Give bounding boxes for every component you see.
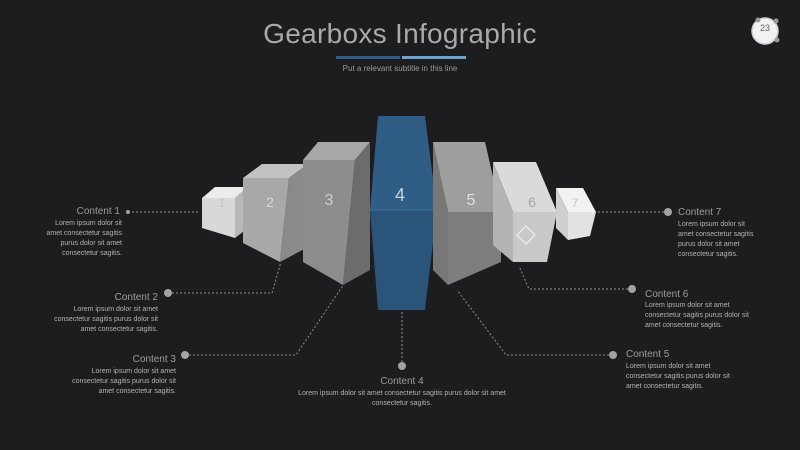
connector-3 [185,283,345,356]
content-7-label: Content 7 [678,207,722,218]
page-badge-icon [751,17,780,45]
block-number-6: 6 [528,194,536,210]
block-number-1: 1 [219,196,226,210]
connector-dot-5 [609,351,617,359]
connector-6 [518,265,632,290]
slide-subtitle: Put a relevant subtitle in this line [342,64,458,73]
block-number-2: 2 [266,194,274,210]
block-number-3: 3 [325,192,334,209]
connector-dot-1 [126,210,130,214]
slide-title: Gearboxs Infographic [263,18,537,49]
content-4-text: Lorem ipsum dolor sit amet consectetur s… [298,390,506,407]
connector-dot-2 [164,289,172,297]
content-1-label: Content 1 [76,206,120,217]
connector-2 [168,261,282,294]
connector-5 [456,289,613,356]
connector-dot-7 [664,208,672,216]
block-number-5: 5 [467,192,476,209]
content-4-label: Content 4 [380,376,424,387]
connector-dot-6 [628,285,636,293]
block-number-7: 7 [572,196,579,210]
block-5 [433,142,501,285]
title-underline-dark [336,56,400,59]
content-5-label: Content 5 [626,349,670,360]
content-3-label: Content 3 [132,354,176,365]
title-underline-light [402,56,466,59]
block-2 [243,164,308,262]
page-number: 23 [759,23,770,33]
content-6-label: Content 6 [645,289,689,300]
connector-dot-3 [181,351,189,359]
block-1 [202,187,248,238]
connector-dot-4 [398,362,406,370]
content-2-label: Content 2 [114,292,158,303]
block-4 [370,116,437,310]
block-3 [303,142,370,285]
block-7 [556,188,596,240]
block-number-4: 4 [395,185,405,205]
block-6 [493,162,557,262]
